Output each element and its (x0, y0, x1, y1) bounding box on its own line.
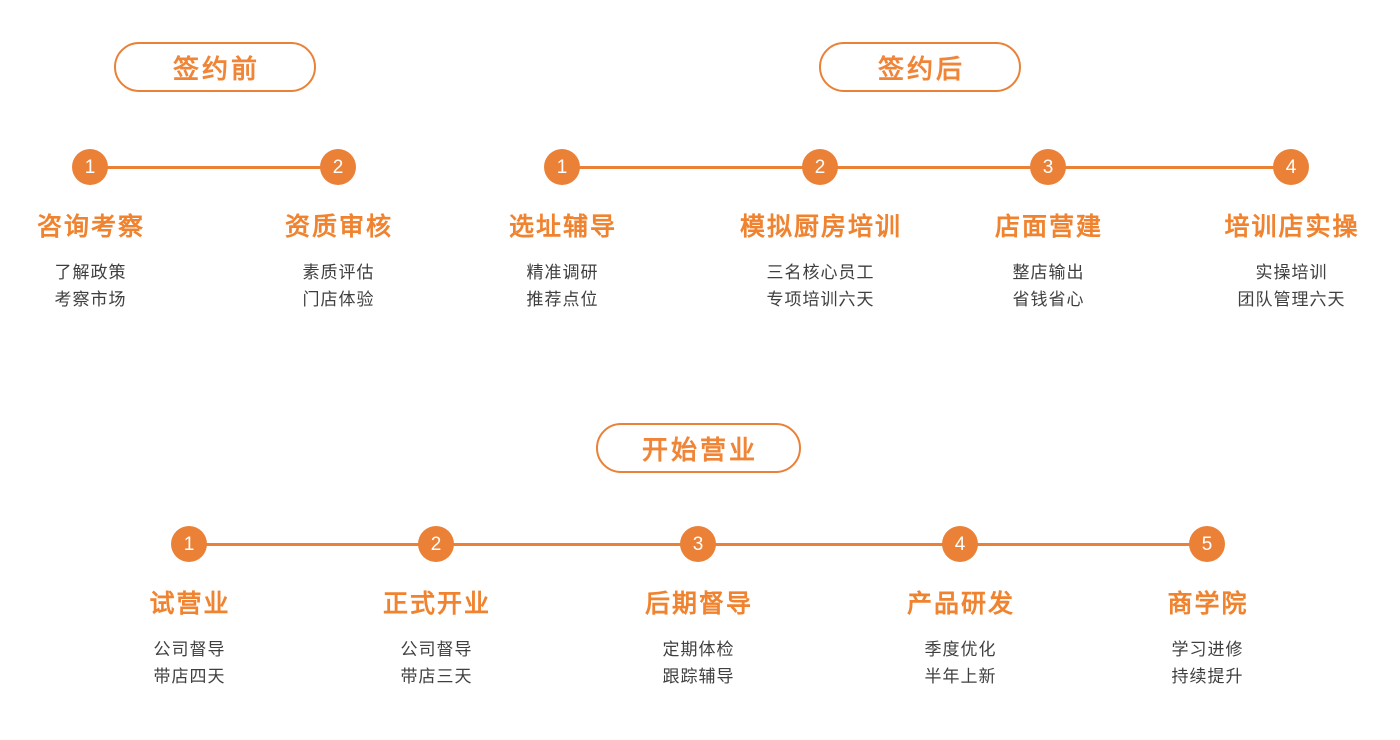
step-detail-line: 三名核心员工 (766, 262, 875, 282)
timeline-node-post-signing-1[interactable]: 1 (544, 149, 580, 185)
step-column-pre-signing-2: 资质审核素质评估门店体验 (283, 213, 394, 314)
timeline-node-post-signing-4[interactable]: 4 (1273, 149, 1309, 185)
stage-badge-post-signing: 签约后 (819, 42, 1021, 92)
step-title: 产品研发 (906, 590, 1016, 618)
step-detail-lines: 精准调研推荐点位 (507, 259, 617, 314)
step-column-post-signing-1: 选址辅导精准调研推荐点位 (507, 213, 618, 314)
step-detail-line: 公司督导 (153, 639, 226, 659)
step-detail-line: 整店输出 (1012, 262, 1085, 282)
step-detail-line: 学习进修 (1171, 639, 1244, 659)
step-detail-line: 半年上新 (924, 667, 997, 687)
timeline-track-open-business: 1 2 3 4 5 (0, 526, 1400, 562)
step-title: 资质审核 (284, 213, 394, 241)
step-column-open-business-5: 商学院学习进修持续提升 (1165, 590, 1249, 691)
step-detail-line: 推荐点位 (526, 290, 599, 310)
step-detail-lines: 三名核心员工专项培训六天 (738, 259, 902, 314)
timeline-node-open-business-5[interactable]: 5 (1189, 526, 1225, 562)
timeline-rail (562, 166, 1291, 169)
stage-badge-open-business: 开始营业 (596, 423, 801, 473)
timeline-node-post-signing-3[interactable]: 3 (1030, 149, 1066, 185)
step-title: 正式开业 (382, 590, 492, 618)
step-title: 选址辅导 (508, 213, 618, 241)
step-detail-lines: 季度优化半年上新 (905, 636, 1015, 691)
step-title: 培训店实操 (1224, 213, 1360, 241)
step-detail-line: 考察市场 (54, 290, 127, 310)
step-detail-line: 团队管理六天 (1237, 290, 1346, 310)
step-column-post-signing-3: 店面营建整店输出省钱省心 (993, 213, 1104, 314)
timeline-node-open-business-3[interactable]: 3 (680, 526, 716, 562)
step-column-post-signing-2: 模拟厨房培训三名核心员工专项培训六天 (738, 213, 903, 314)
timeline-node-open-business-1[interactable]: 1 (171, 526, 207, 562)
step-detail-line: 门店体验 (302, 290, 375, 310)
step-detail-line: 实操培训 (1255, 262, 1328, 282)
step-detail-lines: 素质评估门店体验 (283, 259, 393, 314)
step-detail-line: 季度优化 (924, 639, 997, 659)
step-column-open-business-4: 产品研发季度优化半年上新 (905, 590, 1016, 691)
step-detail-line: 带店四天 (153, 667, 226, 687)
timeline-node-open-business-2[interactable]: 2 (418, 526, 454, 562)
step-column-open-business-1: 试营业公司督导带店四天 (147, 590, 231, 691)
step-column-post-signing-4: 培训店实操实操培训团队管理六天 (1222, 213, 1360, 314)
step-detail-line: 精准调研 (526, 262, 599, 282)
step-title: 模拟厨房培训 (739, 213, 903, 241)
step-column-open-business-2: 正式开业公司督导带店三天 (381, 590, 492, 691)
step-detail-lines: 实操培训团队管理六天 (1222, 259, 1359, 314)
timeline-node-pre-signing-2[interactable]: 2 (320, 149, 356, 185)
step-column-open-business-3: 后期督导定期体检跟踪辅导 (643, 590, 754, 691)
step-detail-lines: 整店输出省钱省心 (993, 259, 1103, 314)
step-detail-line: 素质评估 (302, 262, 375, 282)
stage-badge-pre-signing: 签约前 (114, 42, 316, 92)
step-detail-line: 省钱省心 (1012, 290, 1085, 310)
step-detail-line: 专项培训六天 (766, 290, 875, 310)
step-detail-line: 持续提升 (1171, 667, 1244, 687)
step-detail-lines: 定期体检跟踪辅导 (643, 636, 753, 691)
timeline-node-open-business-4[interactable]: 4 (942, 526, 978, 562)
step-detail-lines: 公司督导带店四天 (147, 636, 230, 691)
timeline-node-pre-signing-1[interactable]: 1 (72, 149, 108, 185)
step-detail-line: 带店三天 (400, 667, 473, 687)
step-title: 试营业 (149, 590, 231, 618)
timeline-node-post-signing-2[interactable]: 2 (802, 149, 838, 185)
timeline-rail (90, 166, 338, 169)
step-title: 商学院 (1167, 590, 1249, 618)
step-detail-line: 定期体检 (662, 639, 735, 659)
step-title: 咨询考察 (36, 213, 146, 241)
step-title: 后期督导 (644, 590, 754, 618)
step-detail-line: 跟踪辅导 (662, 667, 735, 687)
step-title: 店面营建 (994, 213, 1104, 241)
step-detail-lines: 了解政策考察市场 (35, 259, 145, 314)
step-column-pre-signing-1: 咨询考察了解政策考察市场 (35, 213, 146, 314)
step-detail-lines: 公司督导带店三天 (381, 636, 491, 691)
step-detail-line: 了解政策 (54, 262, 127, 282)
step-detail-line: 公司督导 (400, 639, 473, 659)
step-detail-lines: 学习进修持续提升 (1165, 636, 1248, 691)
